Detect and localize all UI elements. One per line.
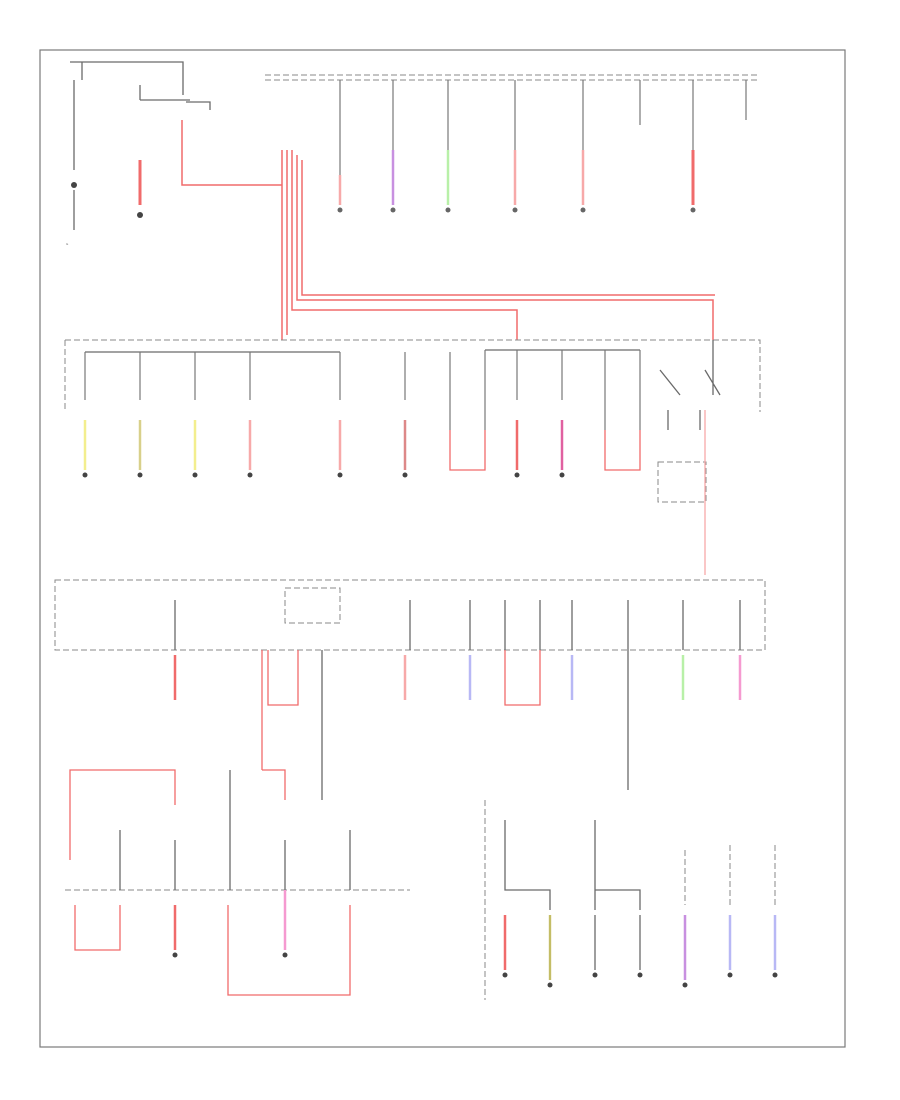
diagram-frame [39,49,846,1048]
main-feed-bundle [281,150,715,340]
battery-section: G [66,61,282,246]
bottom-left-section [65,769,410,996]
svg-text:G: G [66,242,69,246]
fuse-box-middle [64,339,761,575]
fuse-box-lower [54,579,766,800]
fuse-box-top [265,74,760,213]
bottom-right-section [484,800,778,1000]
alternator-connector [137,212,143,218]
battery-ground-connector [71,182,77,188]
control-module-box [284,587,341,624]
relay-box [657,461,707,503]
